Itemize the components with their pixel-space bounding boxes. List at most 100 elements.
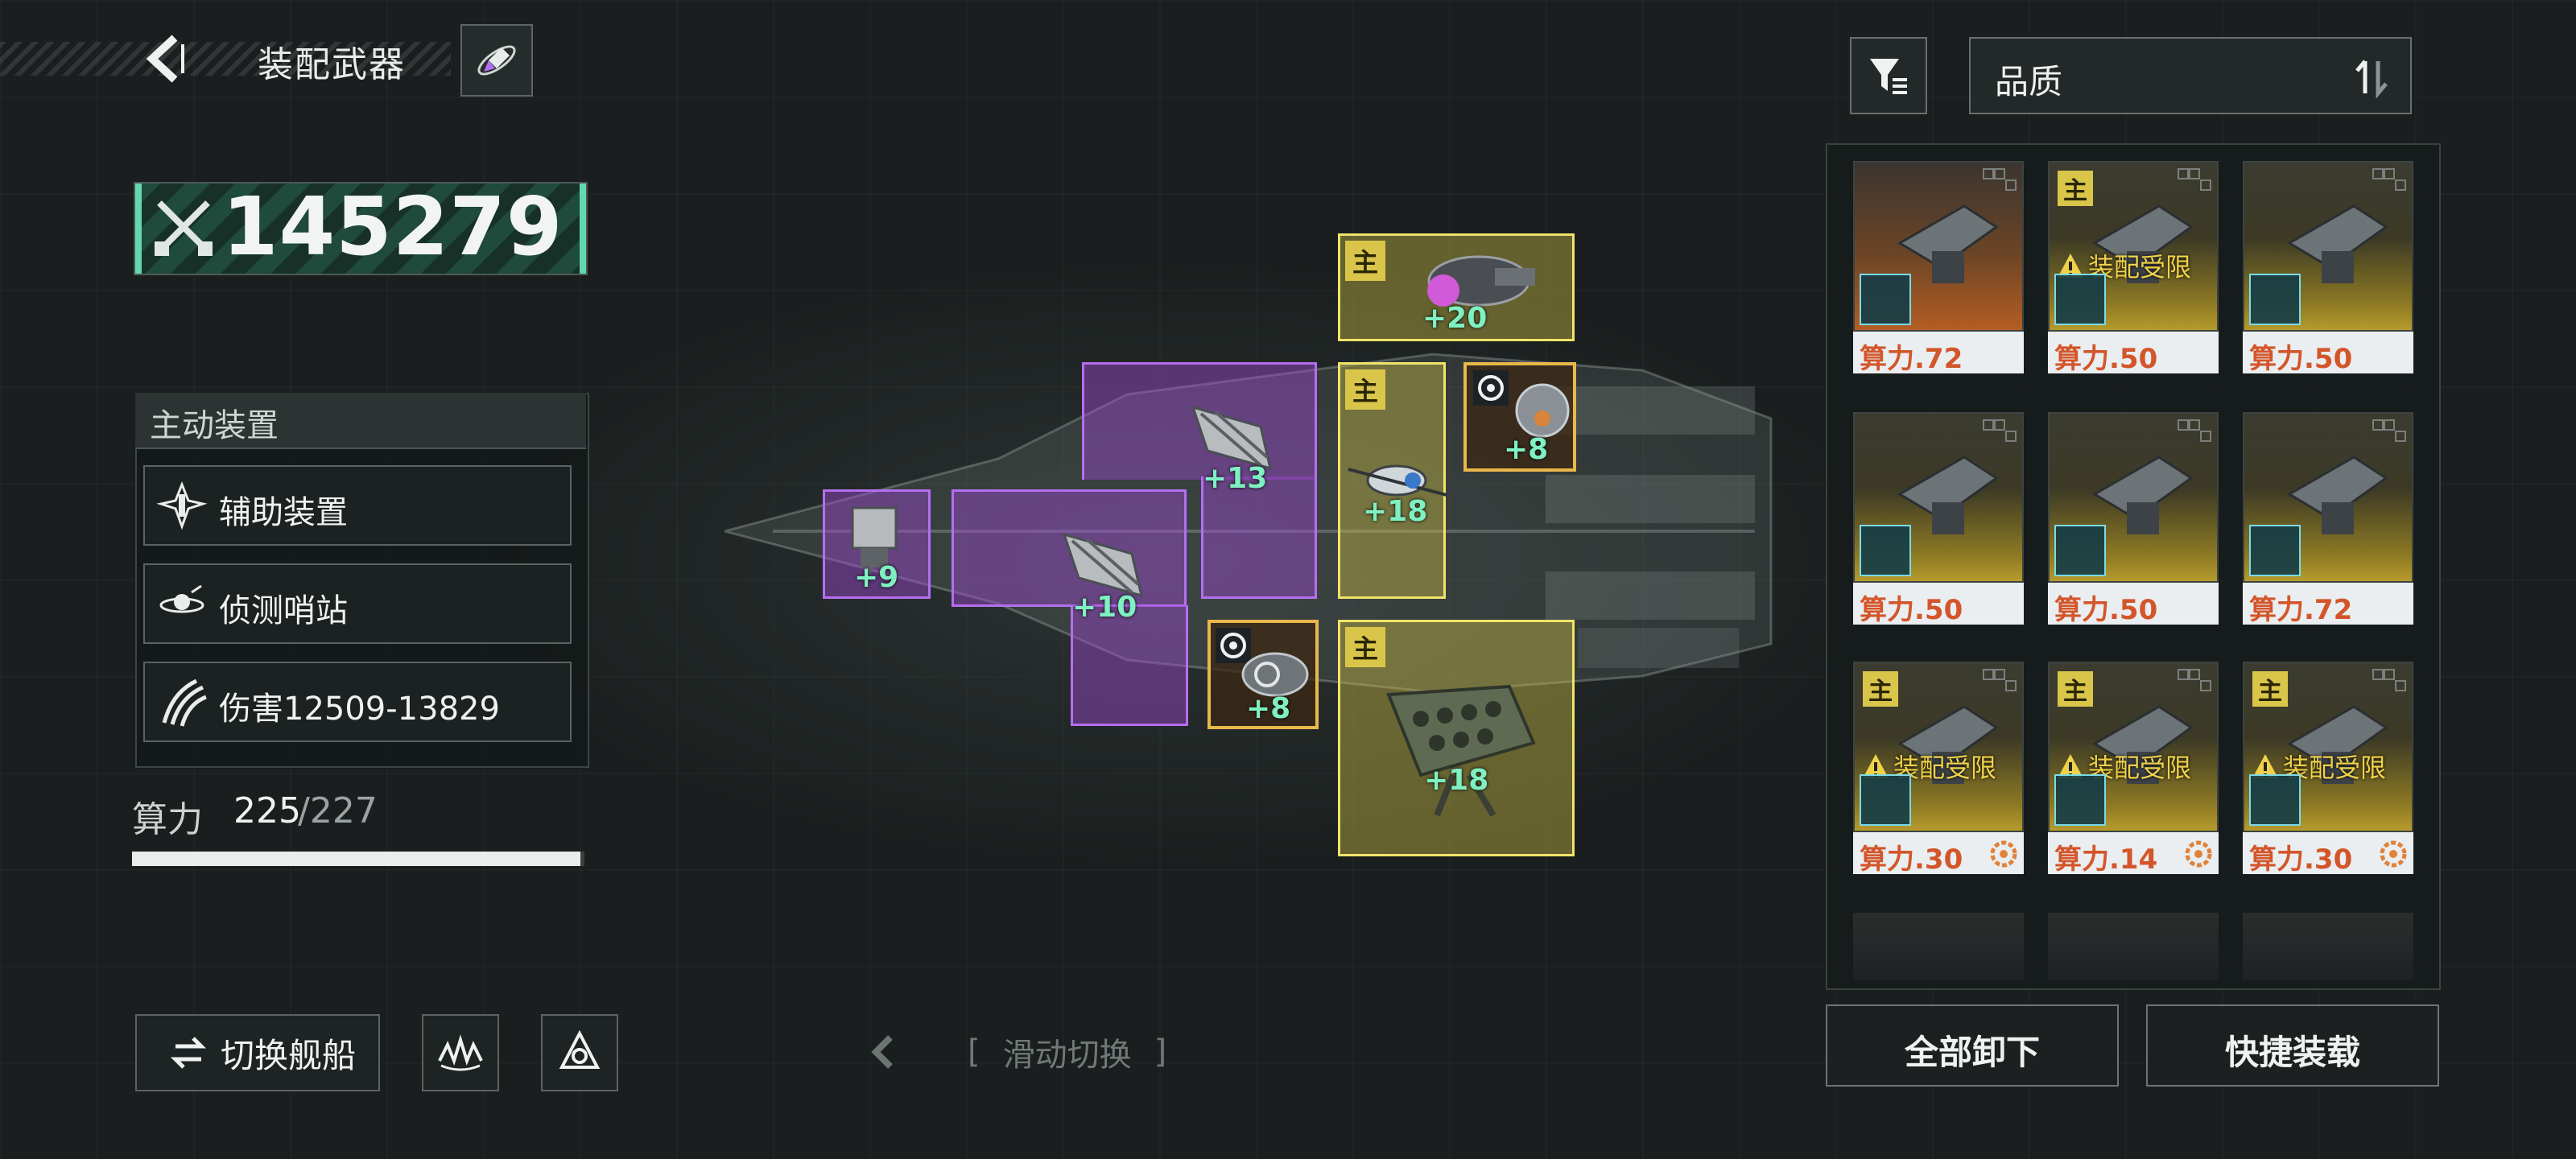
weapon-slot-gold-top[interactable]: +8 bbox=[1463, 362, 1576, 472]
quick-equip-label: 快捷装载 bbox=[2224, 1033, 2360, 1072]
wave-emblem-icon bbox=[438, 1034, 483, 1071]
equipment-art: 主装配受限 bbox=[1853, 662, 2024, 832]
back-button[interactable] bbox=[137, 31, 193, 87]
equipment-card[interactable]: 算力.50 bbox=[1853, 412, 2024, 626]
device-recon-label: 侦测哨站 bbox=[219, 592, 348, 629]
equipment-card-partial[interactable] bbox=[2048, 913, 2219, 980]
slot-bonus: +18 bbox=[1363, 495, 1428, 528]
quick-equip-button[interactable]: 快捷装载 bbox=[2146, 1004, 2439, 1087]
rarity-corner-icon bbox=[2372, 419, 2406, 442]
fleet-emblem-icon bbox=[559, 1029, 601, 1069]
device-support-label: 辅助装置 bbox=[219, 494, 348, 531]
damage-type-icon bbox=[2249, 274, 2301, 325]
main-tag: 主 bbox=[2058, 171, 2093, 206]
weapon-slot-gold-bottom[interactable]: +8 bbox=[1208, 620, 1319, 729]
weapon-model-icon bbox=[1897, 456, 1999, 534]
sort-dropdown[interactable]: 品质 bbox=[1969, 37, 2412, 114]
page-title: 装配武器 bbox=[258, 44, 406, 85]
compute-cost: 算力.72 bbox=[2249, 594, 2353, 626]
cost-bar: 算力.30 bbox=[1853, 832, 2024, 876]
damage-type-icon bbox=[1860, 274, 1911, 325]
swipe-text: 滑动切换 bbox=[1002, 1037, 1132, 1074]
equipment-art: 主装配受限 bbox=[2243, 662, 2413, 832]
rarity-corner-icon bbox=[1983, 419, 2017, 442]
unload-all-button[interactable]: 全部卸下 bbox=[1826, 1004, 2119, 1087]
emblem-button-fleet[interactable] bbox=[541, 1014, 618, 1091]
equipment-card[interactable]: 主装配受限算力.50 bbox=[2048, 161, 2219, 375]
weapon-slot-top-main[interactable]: 主 +20 bbox=[1338, 233, 1575, 341]
unload-all-label: 全部卸下 bbox=[1904, 1033, 2040, 1072]
equipment-card[interactable]: 主装配受限算力.30 bbox=[1853, 662, 2024, 876]
equipment-card[interactable]: 算力.72 bbox=[2243, 412, 2413, 626]
equipment-card[interactable]: 算力.72 bbox=[1853, 161, 2024, 375]
cost-bar: 算力.72 bbox=[2243, 583, 2413, 626]
weapon-model-icon bbox=[2092, 456, 2194, 534]
active-device-header bbox=[135, 393, 586, 449]
swipe-switch-hint[interactable]: [ 滑动切换 ] bbox=[869, 1029, 1166, 1075]
weapon-slot-bottom-main[interactable]: 主 +18 bbox=[1338, 620, 1575, 856]
weapon-slot-purple-mid-ext[interactable] bbox=[1071, 605, 1188, 726]
rocket-launcher-icon bbox=[1386, 684, 1536, 818]
gatling-gun-icon bbox=[1062, 532, 1144, 598]
weapon-slot-purple-left[interactable]: +9 bbox=[823, 489, 931, 599]
gear-icon bbox=[2185, 840, 2212, 868]
slot-bonus: +9 bbox=[854, 561, 899, 594]
filter-icon bbox=[1870, 59, 1907, 94]
device-damage-label: 伤害12509-13829 bbox=[219, 691, 500, 728]
ship-view-button[interactable] bbox=[460, 24, 533, 97]
slot-bonus: +20 bbox=[1422, 302, 1488, 335]
weapon-model-icon bbox=[2287, 204, 2388, 283]
filter-button[interactable] bbox=[1850, 37, 1927, 114]
gear-icon bbox=[2380, 840, 2407, 868]
equipment-art: 主装配受限 bbox=[2048, 662, 2219, 832]
equipment-card[interactable]: 算力.50 bbox=[2048, 412, 2219, 626]
damage-type-icon bbox=[2054, 274, 2106, 325]
damage-type-icon bbox=[2054, 525, 2106, 576]
weapon-model-icon bbox=[1897, 204, 1999, 283]
damage-type-icon bbox=[2054, 774, 2106, 826]
compute-cost: 算力.50 bbox=[2054, 594, 2158, 626]
cost-bar: 算力.14 bbox=[2048, 832, 2219, 876]
weapon-model-icon bbox=[2092, 705, 2194, 784]
rarity-corner-icon bbox=[1983, 168, 2017, 191]
missile-pod-icon bbox=[851, 506, 898, 584]
equipment-card[interactable]: 算力.50 bbox=[2243, 161, 2413, 375]
main-tag: 主 bbox=[1345, 627, 1385, 667]
slot-bonus-purple-mid: +10 bbox=[1072, 591, 1137, 624]
gear-badge-icon bbox=[1473, 370, 1509, 406]
switch-ship-label: 切换舰船 bbox=[221, 1035, 357, 1075]
equipment-card[interactable]: 主装配受限算力.14 bbox=[2048, 662, 2219, 876]
compute-cost: 算力.72 bbox=[1860, 343, 1963, 375]
switch-ship-button[interactable]: 切换舰船 bbox=[135, 1014, 380, 1091]
main-tag: 主 bbox=[2252, 671, 2288, 707]
weapon-slot-mid-main[interactable]: 主 +18 bbox=[1338, 362, 1447, 599]
main-tag: 主 bbox=[1345, 241, 1385, 281]
combat-power-value: 145279 bbox=[222, 179, 564, 274]
support-device-icon bbox=[156, 481, 208, 530]
rarity-corner-icon bbox=[2372, 168, 2406, 191]
cost-bar: 算力.30 bbox=[2243, 832, 2413, 876]
cost-bar: 算力.50 bbox=[1853, 583, 2024, 626]
rarity-corner-icon bbox=[2178, 419, 2211, 442]
main-tag: 主 bbox=[2058, 671, 2093, 707]
recon-outpost-icon bbox=[159, 584, 204, 613]
slot-bonus-purple-upper: +13 bbox=[1203, 462, 1268, 495]
sphere-module-icon bbox=[1515, 383, 1570, 438]
weapon-model-icon bbox=[2287, 456, 2388, 534]
compute-cost: 算力.50 bbox=[1860, 594, 1963, 626]
device-support-button[interactable]: 辅助装置 bbox=[143, 465, 572, 546]
sort-label: 品质 bbox=[1995, 62, 2063, 101]
device-damage-button[interactable]: 伤害12509-13829 bbox=[143, 662, 572, 742]
equipment-art bbox=[2243, 412, 2413, 583]
emblem-button-wave[interactable] bbox=[422, 1014, 499, 1091]
turbine-module-icon bbox=[1241, 652, 1309, 697]
equipment-art bbox=[1853, 412, 2024, 583]
equipment-card-partial[interactable] bbox=[2243, 913, 2413, 980]
weapon-slot-purple-upper-ext[interactable] bbox=[1201, 476, 1317, 599]
compute-cost: 算力.30 bbox=[2249, 843, 2353, 876]
chevron-left-icon bbox=[146, 35, 184, 83]
device-recon-button[interactable]: 侦测哨站 bbox=[143, 563, 572, 644]
equipment-card-partial[interactable] bbox=[1853, 913, 2024, 980]
equipment-card[interactable]: 主装配受限算力.30 bbox=[2243, 662, 2413, 876]
gear-icon bbox=[1990, 840, 2017, 868]
